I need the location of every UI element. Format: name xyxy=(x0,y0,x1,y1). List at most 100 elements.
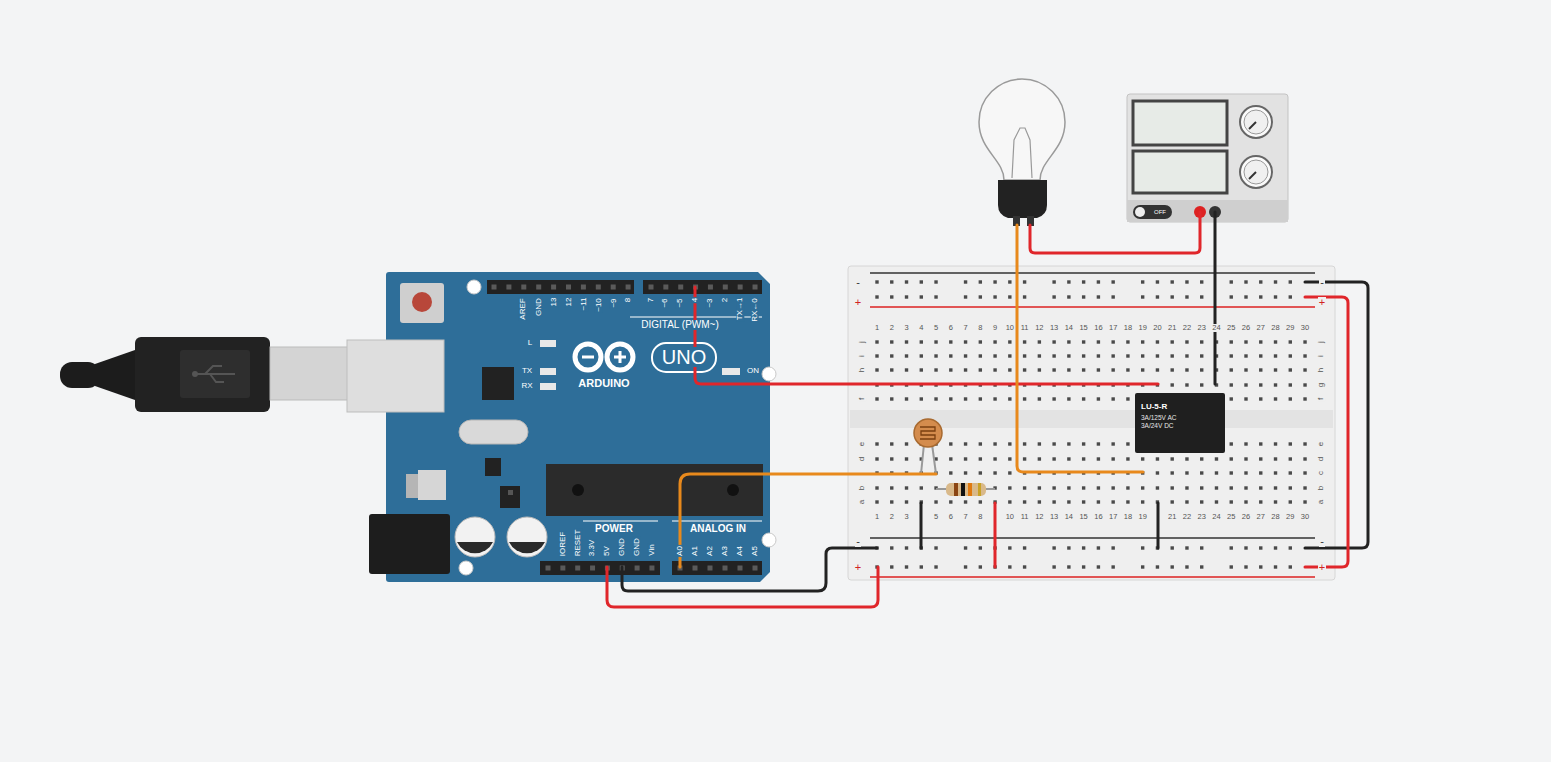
column-number: 26 xyxy=(1241,513,1251,521)
breadboard-hole xyxy=(1067,340,1070,343)
breadboard-hole xyxy=(979,457,982,460)
breadboard-hole xyxy=(1289,442,1292,445)
breadboard-hole xyxy=(920,397,923,400)
breadboard-hole xyxy=(920,295,923,298)
breadboard-hole xyxy=(1230,500,1233,503)
breadboard-hole xyxy=(890,340,893,343)
breadboard-hole xyxy=(1230,486,1233,489)
breadboard-hole xyxy=(1126,500,1129,503)
breadboard-hole xyxy=(934,354,937,357)
breadboard-hole xyxy=(1185,471,1188,474)
breadboard-hole xyxy=(1289,457,1292,460)
breadboard-hole xyxy=(1008,486,1011,489)
header-pin xyxy=(738,285,743,290)
breadboard-hole xyxy=(1230,546,1233,549)
breadboard-hole xyxy=(1111,397,1114,400)
column-number: 4 xyxy=(918,324,924,332)
breadboard-hole xyxy=(1303,486,1306,489)
breadboard-hole xyxy=(964,565,967,568)
pin-label: GND xyxy=(535,297,543,317)
column-number: 26 xyxy=(1241,324,1251,332)
breadboard-hole xyxy=(1111,340,1114,343)
breadboard-hole xyxy=(890,442,893,445)
breadboard-hole xyxy=(1008,397,1011,400)
breadboard-hole xyxy=(1156,486,1159,489)
breadboard-hole xyxy=(1274,383,1277,386)
breadboard-hole xyxy=(1038,486,1041,489)
breadboard-hole xyxy=(1289,280,1292,283)
breadboard-hole xyxy=(1156,368,1159,371)
breadboard-hole xyxy=(934,397,937,400)
column-number: 21 xyxy=(1167,324,1177,332)
breadboard-hole xyxy=(1052,442,1055,445)
breadboard-hole xyxy=(964,500,967,503)
breadboard-hole xyxy=(1067,500,1070,503)
led-label: TX xyxy=(521,367,533,375)
pin-label: A0 xyxy=(676,545,684,557)
breadboard-hole xyxy=(1082,442,1085,445)
relay-marking: 3A/24V DC xyxy=(1141,422,1219,429)
column-number: 23 xyxy=(1197,513,1207,521)
column-number: 23 xyxy=(1197,324,1207,332)
pin-label: ~6 xyxy=(661,297,669,308)
breadboard-hole xyxy=(1274,457,1277,460)
row-letter: d xyxy=(1317,456,1325,462)
breadboard-hole xyxy=(1111,354,1114,357)
breadboard-hole xyxy=(949,442,952,445)
breadboard-hole xyxy=(1230,280,1233,283)
led-label: L xyxy=(527,339,533,347)
breadboard-hole xyxy=(890,280,893,283)
breadboard-hole xyxy=(1067,397,1070,400)
pin-label: 5V xyxy=(603,545,611,557)
pin-label: A2 xyxy=(706,545,714,557)
breadboard-hole xyxy=(1126,442,1129,445)
column-number: 12 xyxy=(1034,513,1044,521)
breadboard-hole xyxy=(1244,500,1247,503)
led-label: RX xyxy=(520,382,533,390)
header-pin xyxy=(521,285,526,290)
breadboard-hole xyxy=(1303,457,1306,460)
breadboard-hole xyxy=(1289,471,1292,474)
breadboard-hole xyxy=(1141,295,1144,298)
relay-marking: LU-5-R xyxy=(1141,402,1219,411)
header-title: DIGITAL (PWM~) xyxy=(640,320,720,330)
breadboard-hole xyxy=(979,368,982,371)
breadboard-hole xyxy=(1259,471,1262,474)
row-letter: i xyxy=(1317,354,1325,358)
breadboard-hole xyxy=(890,397,893,400)
row-letter: b xyxy=(858,485,866,491)
row-letter: f xyxy=(1317,397,1325,401)
breadboard-hole xyxy=(875,500,878,503)
row-letter: c xyxy=(1317,470,1325,476)
column-number: 25 xyxy=(1226,513,1236,521)
breadboard-hole xyxy=(890,500,893,503)
row-letter: d xyxy=(858,456,866,462)
breadboard-hole xyxy=(1008,368,1011,371)
breadboard-hole xyxy=(1303,471,1306,474)
breadboard-hole xyxy=(1274,280,1277,283)
column-number: 10 xyxy=(1005,324,1015,332)
row-letter: e xyxy=(1317,441,1325,447)
breadboard-hole xyxy=(1008,295,1011,298)
breadboard-hole xyxy=(934,565,937,568)
row-letter: h xyxy=(1317,367,1325,373)
column-number: 6 xyxy=(948,513,954,521)
breadboard-hole xyxy=(920,340,923,343)
breadboard-hole xyxy=(1200,565,1203,568)
breadboard-hole xyxy=(1126,340,1129,343)
breadboard-hole xyxy=(949,397,952,400)
breadboard-hole xyxy=(993,354,996,357)
breadboard-hole xyxy=(1111,368,1114,371)
column-number: 19 xyxy=(1138,324,1148,332)
breadboard-hole xyxy=(1171,383,1174,386)
column-number: 6 xyxy=(948,324,954,332)
row-letter: a xyxy=(1317,499,1325,505)
pin-label: IOREF xyxy=(559,531,567,557)
row-letter: i xyxy=(858,354,866,358)
breadboard-hole xyxy=(1259,383,1262,386)
column-number: 2 xyxy=(889,324,895,332)
breadboard-hole xyxy=(1185,354,1188,357)
pin-label: A4 xyxy=(736,545,744,557)
header-pin xyxy=(663,285,668,290)
breadboard-hole xyxy=(979,280,982,283)
